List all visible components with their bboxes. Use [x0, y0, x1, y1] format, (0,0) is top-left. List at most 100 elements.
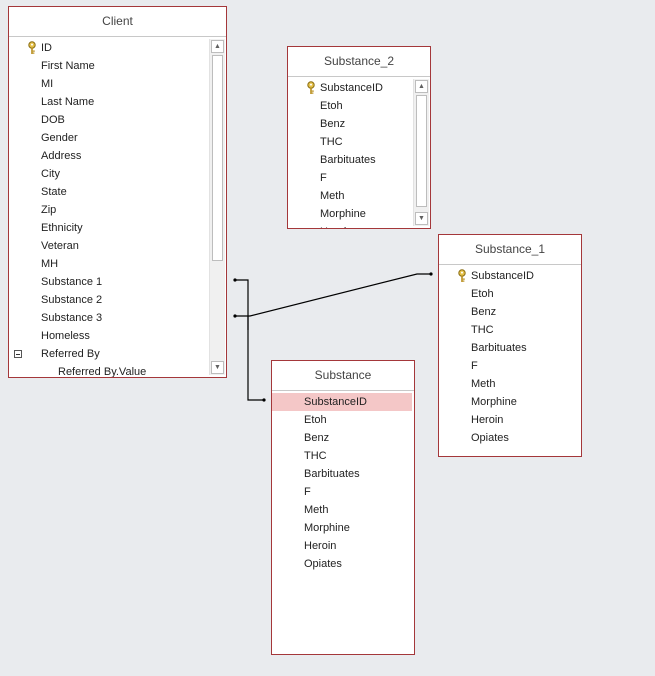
- field-row[interactable]: Meth: [272, 501, 412, 519]
- field-label: Meth: [471, 378, 496, 390]
- field-label: Meth: [320, 190, 345, 202]
- field-label: Homeless: [41, 330, 90, 342]
- field-label: Etoh: [304, 414, 327, 426]
- field-label: Heroin: [320, 223, 356, 228]
- field-label: Heroin: [304, 540, 337, 552]
- scroll-thumb[interactable]: [212, 55, 223, 261]
- scroll-down-arrow-icon[interactable]: ▼: [415, 212, 428, 225]
- key-icon: [457, 269, 467, 283]
- field-row[interactable]: ID: [9, 39, 209, 57]
- field-row[interactable]: Meth: [439, 375, 579, 393]
- field-row[interactable]: First Name: [9, 57, 209, 75]
- field-row[interactable]: THC: [439, 321, 579, 339]
- scroll-up-arrow-icon[interactable]: ▲: [211, 40, 224, 53]
- field-row[interactable]: F: [439, 357, 579, 375]
- field-label: THC: [320, 136, 343, 148]
- field-row[interactable]: MH: [9, 255, 209, 273]
- field-row[interactable]: Referred By: [9, 345, 209, 363]
- field-row[interactable]: THC: [288, 133, 413, 151]
- field-row[interactable]: Gender: [9, 129, 209, 147]
- field-row[interactable]: Opiates: [272, 555, 412, 573]
- field-label: Etoh: [320, 100, 343, 112]
- table-title[interactable]: Substance: [272, 361, 414, 391]
- field-row[interactable]: F: [272, 483, 412, 501]
- field-label: Heroin: [471, 414, 504, 426]
- field-label: F: [304, 486, 311, 498]
- field-row[interactable]: Barbituates: [439, 339, 579, 357]
- field-row[interactable]: Heroin: [288, 223, 413, 228]
- field-label: Barbituates: [471, 342, 527, 354]
- field-row[interactable]: Etoh: [439, 285, 579, 303]
- field-label: Opiates: [471, 432, 509, 444]
- field-row[interactable]: Opiates: [439, 429, 579, 447]
- scroll-up-arrow-icon[interactable]: ▲: [415, 80, 428, 93]
- scroll-thumb[interactable]: [416, 95, 427, 207]
- field-label: Meth: [304, 504, 329, 516]
- field-row[interactable]: MI: [9, 75, 209, 93]
- scroll-down-arrow-icon[interactable]: ▼: [211, 361, 224, 374]
- table-title[interactable]: Substance_1: [439, 235, 581, 265]
- field-row[interactable]: Benz: [288, 115, 413, 133]
- field-row[interactable]: SubstanceID: [272, 393, 412, 411]
- field-label: Opiates: [304, 558, 342, 570]
- relationship-line-substance1-to-substance: [235, 279, 264, 401]
- field-row[interactable]: Referred By.Value: [9, 363, 209, 377]
- field-label: DOB: [41, 114, 65, 126]
- field-label: Barbituates: [320, 154, 376, 166]
- field-label: Substance 2: [41, 294, 103, 306]
- field-row[interactable]: Morphine: [439, 393, 579, 411]
- field-label: SubstanceID: [272, 393, 412, 411]
- join-endpoint: [233, 314, 237, 318]
- field-row[interactable]: Address: [9, 147, 209, 165]
- field-row[interactable]: SubstanceID: [288, 79, 413, 97]
- field-label: Address: [41, 150, 82, 162]
- field-row[interactable]: Benz: [272, 429, 412, 447]
- field-row[interactable]: Zip: [9, 201, 209, 219]
- field-row[interactable]: Barbituates: [288, 151, 413, 169]
- field-row[interactable]: Heroin: [439, 411, 579, 429]
- field-label: Veteran: [41, 240, 79, 252]
- field-row[interactable]: Homeless: [9, 327, 209, 345]
- field-row[interactable]: F: [288, 169, 413, 187]
- field-row[interactable]: Veteran: [9, 237, 209, 255]
- field-row[interactable]: Etoh: [288, 97, 413, 115]
- field-row[interactable]: Substance 3: [9, 309, 209, 327]
- scrollbar[interactable]: ▲ ▼: [209, 39, 225, 375]
- field-row[interactable]: THC: [272, 447, 412, 465]
- field-row[interactable]: City: [9, 165, 209, 183]
- field-row[interactable]: Morphine: [288, 205, 413, 223]
- field-row[interactable]: Meth: [288, 187, 413, 205]
- field-row[interactable]: Substance 1: [9, 273, 209, 291]
- field-row[interactable]: Barbituates: [272, 465, 412, 483]
- field-label: Substance 1: [41, 276, 103, 288]
- field-row[interactable]: Benz: [439, 303, 579, 321]
- field-row[interactable]: SubstanceID: [439, 267, 579, 285]
- field-row[interactable]: State: [9, 183, 209, 201]
- field-row[interactable]: DOB: [9, 111, 209, 129]
- field-row[interactable]: Morphine: [272, 519, 412, 537]
- key-icon: [27, 41, 37, 55]
- scrollbar[interactable]: ▲ ▼: [413, 79, 429, 226]
- field-row[interactable]: Ethnicity: [9, 219, 209, 237]
- collapse-minus-icon[interactable]: [14, 350, 22, 358]
- field-row[interactable]: Substance 2: [9, 291, 209, 309]
- field-label: City: [41, 168, 60, 180]
- join-endpoint: [262, 398, 266, 402]
- field-label: SubstanceID: [471, 270, 534, 282]
- field-row[interactable]: Last Name: [9, 93, 209, 111]
- field-row[interactable]: Heroin: [272, 537, 412, 555]
- field-label: F: [320, 172, 327, 184]
- table-title[interactable]: Client: [9, 7, 226, 37]
- field-label: MH: [41, 258, 59, 270]
- field-row[interactable]: Etoh: [272, 411, 412, 429]
- field-label: Etoh: [471, 288, 494, 300]
- table-title[interactable]: Substance_2: [288, 47, 430, 77]
